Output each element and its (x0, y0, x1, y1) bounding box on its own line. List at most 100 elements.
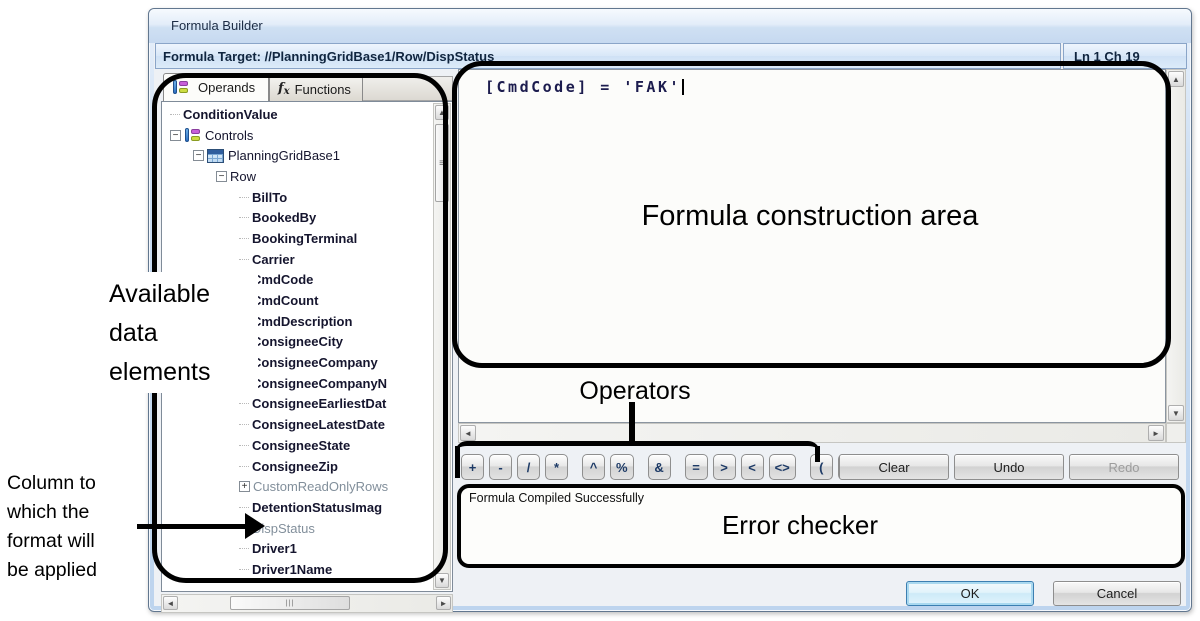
tree-item[interactable]: ConsigneeZip (164, 456, 432, 477)
tree-item-label: ConsigneeCompanyN (252, 375, 388, 391)
tree-item[interactable]: Driver1Name (164, 559, 432, 580)
scroll-right-icon[interactable]: ► (436, 596, 451, 610)
tree-item[interactable]: CmdDescription (164, 311, 432, 332)
scroll-right-icon[interactable]: ► (1148, 425, 1164, 441)
operator-button[interactable]: * (545, 454, 568, 480)
tab-functions[interactable]: fx Functions (269, 76, 363, 101)
annotation-text-line: format will (7, 530, 95, 552)
tree-item-label: DetentionStatusImag (252, 499, 383, 515)
ok-button[interactable]: OK (906, 581, 1034, 606)
tree-item[interactable]: ConsigneeCompany (164, 352, 432, 373)
tree-item-label: CmdCount (252, 293, 319, 309)
operator-group: & (647, 454, 671, 481)
tree-connector (239, 382, 249, 384)
collapse-icon[interactable]: − (193, 150, 204, 162)
formula-builder-dialog: Formula Builder Formula Target: //Planni… (148, 8, 1192, 613)
tree-item[interactable]: Driver1 (164, 538, 432, 559)
tree-connector (239, 506, 249, 508)
operator-button[interactable]: > (712, 454, 736, 480)
tree-connector (239, 300, 249, 302)
tree-item[interactable]: BookedBy (164, 207, 432, 228)
tree-item[interactable]: BillTo (164, 187, 432, 208)
scroll-up-icon[interactable]: ▲ (435, 105, 449, 120)
tree-item[interactable]: CmdCount (164, 290, 432, 311)
text-caret (682, 79, 684, 95)
formula-edit-area[interactable]: [CmdCode] = 'FAK' (458, 69, 1166, 423)
scroll-left-icon[interactable]: ◄ (460, 425, 476, 441)
operator-button[interactable]: + (461, 454, 484, 480)
formula-vertical-scrollbar[interactable]: ▲ ▼ (1166, 69, 1186, 423)
tree-item[interactable]: CmdCode (164, 270, 432, 291)
tree-connector (239, 527, 249, 529)
grid-icon (207, 148, 224, 163)
tree-connector (239, 362, 249, 364)
operator-button[interactable]: / (517, 454, 540, 480)
clear-button[interactable]: Clear (839, 454, 949, 480)
tree-connector (239, 258, 249, 260)
cancel-button[interactable]: Cancel (1053, 581, 1181, 606)
tree-item[interactable]: ConsigneeCompanyN (164, 373, 432, 394)
tree-connector (239, 217, 249, 219)
tree-vscroll-thumb[interactable]: ≡ (435, 124, 449, 202)
tree-connector (239, 403, 249, 405)
operator-button[interactable]: - (489, 454, 512, 480)
operator-button[interactable]: ^ (582, 454, 605, 480)
compile-status-message: Formula Compiled Successfully (469, 491, 645, 505)
formula-horizontal-scrollbar[interactable]: ◄ ► (458, 423, 1166, 443)
tree-vertical-scrollbar[interactable]: ▲ ≡ ▼ (433, 103, 451, 590)
expand-icon[interactable]: + (239, 481, 250, 493)
tree-item[interactable]: ConsigneeCity (164, 332, 432, 353)
tree-item-label: CustomReadOnlyRows (253, 479, 389, 495)
operand-function-tabstrip: Operands fx Functions (161, 73, 453, 101)
collapse-icon[interactable]: − (170, 129, 181, 141)
collapse-icon[interactable]: − (216, 170, 227, 182)
tree-item-label: BookedBy (252, 210, 317, 226)
tree-item[interactable]: ConsigneeLatestDate (164, 414, 432, 435)
scroll-left-icon[interactable]: ◄ (163, 596, 178, 610)
tree-item[interactable]: BookingTerminal (164, 228, 432, 249)
operator-button[interactable]: ( (809, 454, 833, 480)
tree-connector (239, 341, 249, 343)
operands-icon (172, 80, 189, 95)
tree-item[interactable]: Carrier (164, 249, 432, 270)
tree-connector (239, 548, 249, 550)
tree-item[interactable]: ConsigneeState (164, 435, 432, 456)
tree-connector (239, 279, 249, 281)
tree-item-label: DispStatus (252, 520, 315, 536)
tree-item[interactable]: −Row (164, 166, 432, 187)
operator-button[interactable]: <> (768, 454, 796, 480)
operator-group: +-/* (461, 454, 568, 481)
tree-item-label: Driver1Name (252, 561, 333, 577)
tree-hscroll-thumb[interactable]: ||| (230, 596, 350, 610)
formula-target-text: Formula Target: //PlanningGridBase1/Row/… (155, 43, 1061, 69)
tree-item[interactable]: − Controls (164, 125, 432, 146)
tree-item-label: Controls (205, 127, 254, 143)
tree-connector (239, 444, 249, 446)
operator-button[interactable]: = (684, 454, 708, 480)
operator-button[interactable]: < (740, 454, 764, 480)
tree-item[interactable]: −PlanningGridBase1 (164, 145, 432, 166)
tree-horizontal-scrollbar[interactable]: ◄ ||| ► (161, 594, 453, 613)
scroll-down-icon[interactable]: ▼ (1168, 405, 1184, 421)
tree-item[interactable]: ConditionValue (164, 104, 432, 125)
tree-connector (239, 465, 249, 467)
operator-group: =><<> (684, 454, 796, 481)
tree-item[interactable]: DetentionStatusImag (164, 497, 432, 518)
operator-group: ^% (582, 454, 634, 481)
tree-item[interactable]: ConsigneeEarliestDat (164, 394, 432, 415)
tree-item-label: ConsigneeCity (252, 334, 344, 350)
scroll-up-icon[interactable]: ▲ (1168, 71, 1184, 87)
tab-operands[interactable]: Operands (163, 73, 269, 101)
title-bar: Formula Builder (149, 9, 1191, 43)
operator-button[interactable]: % (610, 454, 634, 480)
tree-item[interactable]: DispStatus (164, 518, 432, 539)
redo-button[interactable]: Redo (1069, 454, 1179, 480)
tree-connector (239, 320, 249, 322)
undo-button[interactable]: Undo (954, 454, 1064, 480)
operator-button[interactable]: & (647, 454, 671, 480)
tree-item[interactable]: +CustomReadOnlyRows (164, 476, 432, 497)
scroll-down-icon[interactable]: ▼ (435, 573, 449, 588)
tree-item-label: BookingTerminal (252, 230, 358, 246)
dialog-client-area: Formula Target: //PlanningGridBase1/Row/… (154, 43, 1187, 613)
